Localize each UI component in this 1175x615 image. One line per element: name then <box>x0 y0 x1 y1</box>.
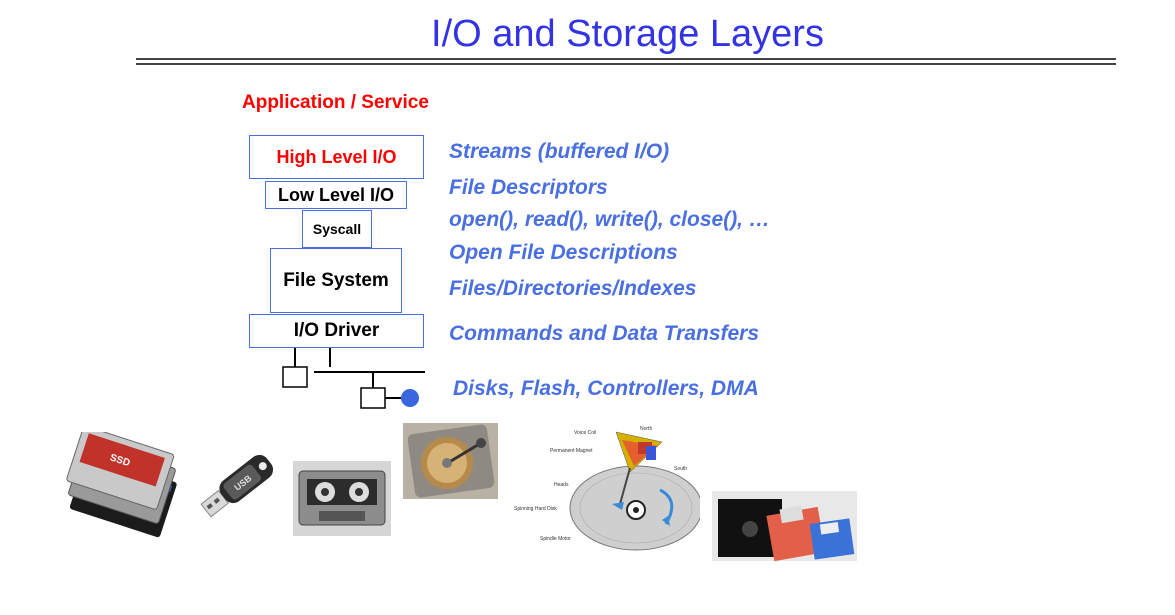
commands-description: Commands and Data Transfers <box>449 322 760 345</box>
streams-description: Streams (buffered I/O) <box>449 140 670 163</box>
title-rule-top <box>136 58 1116 60</box>
hardware-bus-diagram <box>282 348 425 409</box>
cassette-tape-image <box>293 461 391 536</box>
south-label: South <box>674 466 687 472</box>
permanent-magnet-label: Permanent Magnet <box>550 448 593 454</box>
devices-description: Disks, Flash, Controllers, DMA <box>453 377 759 400</box>
floppy-disks-image <box>712 491 857 561</box>
high-level-io-box: High Level I/O <box>249 135 424 179</box>
syscall-box: Syscall <box>302 210 372 248</box>
slide-title: I/O and Storage Layers <box>431 13 824 55</box>
file-descriptors-description: File Descriptors <box>449 176 608 199</box>
controller-box <box>360 387 386 409</box>
files-directories-description: Files/Directories/Indexes <box>449 277 697 300</box>
file-system-box: File System <box>270 248 402 313</box>
low-level-io-box: Low Level I/O <box>265 181 407 209</box>
io-driver-box: I/O Driver <box>249 314 424 348</box>
heads-label: Heads <box>554 482 569 488</box>
spinning-disk-label: Spinning Hard Disk <box>514 506 557 512</box>
usb-flash-drive-image: USB <box>200 454 274 518</box>
open-file-descriptions-description: Open File Descriptions <box>449 241 678 264</box>
device-box-left <box>282 366 308 388</box>
north-label: North <box>640 426 652 432</box>
application-service-label: Application / Service <box>242 92 429 113</box>
hard-disk-image <box>403 423 498 499</box>
disk-drive-mechanism-diagram: Voice Coil North Permanent Magnet South … <box>512 420 700 570</box>
title-rule-bottom <box>136 63 1116 65</box>
syscalls-description: open(), read(), write(), close(), … <box>449 208 770 231</box>
spindle-motor-label: Spindle Motor <box>540 536 571 542</box>
ssd-drives-image: SSD <box>66 432 177 538</box>
disk-dot-icon <box>401 389 419 407</box>
voice-coil-label: Voice Coil <box>574 430 596 436</box>
